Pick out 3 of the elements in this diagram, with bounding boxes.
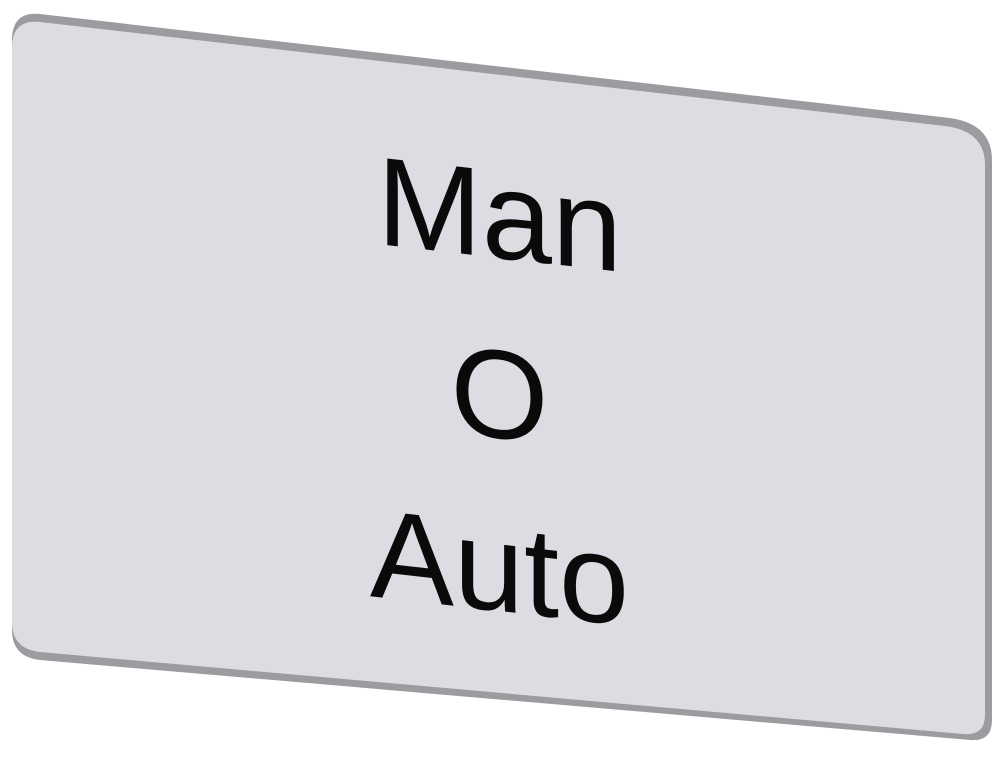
plate-text: O [449, 317, 550, 473]
plate-text: Man [376, 129, 624, 301]
plate-text: Auto [368, 481, 630, 655]
